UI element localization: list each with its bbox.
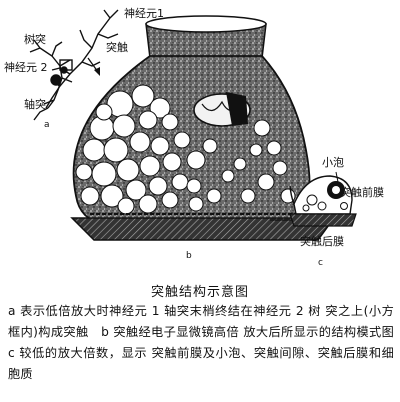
synaptic-vesicle [80, 186, 100, 206]
synaptic-vesicle [75, 163, 93, 181]
synaptic-vesicle [186, 178, 202, 194]
label-vesicle: 小泡 [322, 155, 344, 169]
leader-vesicle [335, 171, 339, 183]
label-postsynaptic-membrane: 突触后膜 [300, 234, 344, 248]
label-neuron-2: 神经元 2 [4, 60, 48, 74]
label-presynaptic-membrane: 突触前膜 [340, 185, 384, 199]
synaptic-vesicle [161, 191, 179, 209]
synaptic-vesicle [100, 184, 124, 208]
synaptic-vesicle [95, 103, 113, 121]
figure-caption: a 表示低倍放大时神经元 1 轴突末梢终结在神经元 2 树 突之上(小方框内)构… [8, 301, 400, 385]
synaptic-vesicle [188, 196, 204, 212]
synaptic-vesicle [125, 179, 147, 201]
synaptic-vesicle [253, 119, 271, 137]
label-panel-a: a [44, 120, 50, 130]
synaptic-vesicle [82, 138, 106, 162]
vesicles-panel-b [75, 84, 296, 215]
label-panel-c: c [318, 258, 323, 268]
synaptic-vesicle [173, 131, 191, 149]
panel-a-neuron-drawing [29, 9, 119, 121]
synaptic-vesicle [272, 160, 288, 176]
label-panel-b: b [186, 251, 192, 261]
figure-title: 突触结构示意图 [150, 285, 249, 300]
synaptic-vesicle [171, 173, 189, 191]
synaptic-vesicle [202, 138, 218, 154]
arrow-a-to-b-head [94, 67, 100, 76]
caption-line-3: 放大后所显示的结构模式图 c 较低的放大倍数，显示 [8, 325, 400, 360]
label-dendrite: 树突 [24, 32, 46, 46]
synaptic-vesicle [150, 136, 170, 156]
label-neuron-1: 神经元1 [124, 6, 164, 20]
label-synapse-small: 突触 [106, 40, 128, 54]
synaptic-vesicle [186, 150, 206, 170]
synaptic-vesicle [131, 84, 155, 108]
synaptic-vesicle [129, 131, 151, 153]
synaptic-vesicle [91, 161, 117, 187]
synaptic-vesicle [240, 188, 256, 204]
synaptic-vesicle [161, 113, 179, 131]
synaptic-vesicle [221, 169, 235, 183]
synaptic-vesicle [103, 137, 129, 163]
synaptic-vesicle [149, 97, 171, 119]
caption-line-4: 突触前膜及小泡、突触间隙、突触后膜和细胞质 [8, 346, 394, 381]
caption-line-1: a 表示低倍放大时神经元 1 轴突末梢终结在神经元 2 树 [8, 304, 321, 318]
synaptic-vesicle [257, 173, 275, 191]
synaptic-vesicle [249, 143, 263, 157]
synaptic-vesicle [206, 188, 222, 204]
synaptic-vesicle [138, 110, 158, 130]
synaptic-vesicle [116, 158, 140, 182]
synaptic-vesicle [162, 152, 182, 172]
panel-c-synapse [270, 175, 357, 227]
synaptic-vesicle [138, 194, 158, 214]
caption-line-2: 突之上(小方框内)构成突触 b 突触经电子显微镜高倍 [8, 304, 394, 339]
synaptic-vesicle [112, 114, 136, 138]
synaptic-vesicle [148, 176, 168, 196]
synaptic-vesicle [266, 140, 282, 156]
postsynaptic-membrane-b [70, 213, 336, 241]
synaptic-vesicle [139, 155, 161, 177]
synaptic-vesicle [117, 197, 135, 215]
synaptic-vesicle [233, 157, 247, 171]
label-axon: 轴突 [24, 97, 46, 111]
